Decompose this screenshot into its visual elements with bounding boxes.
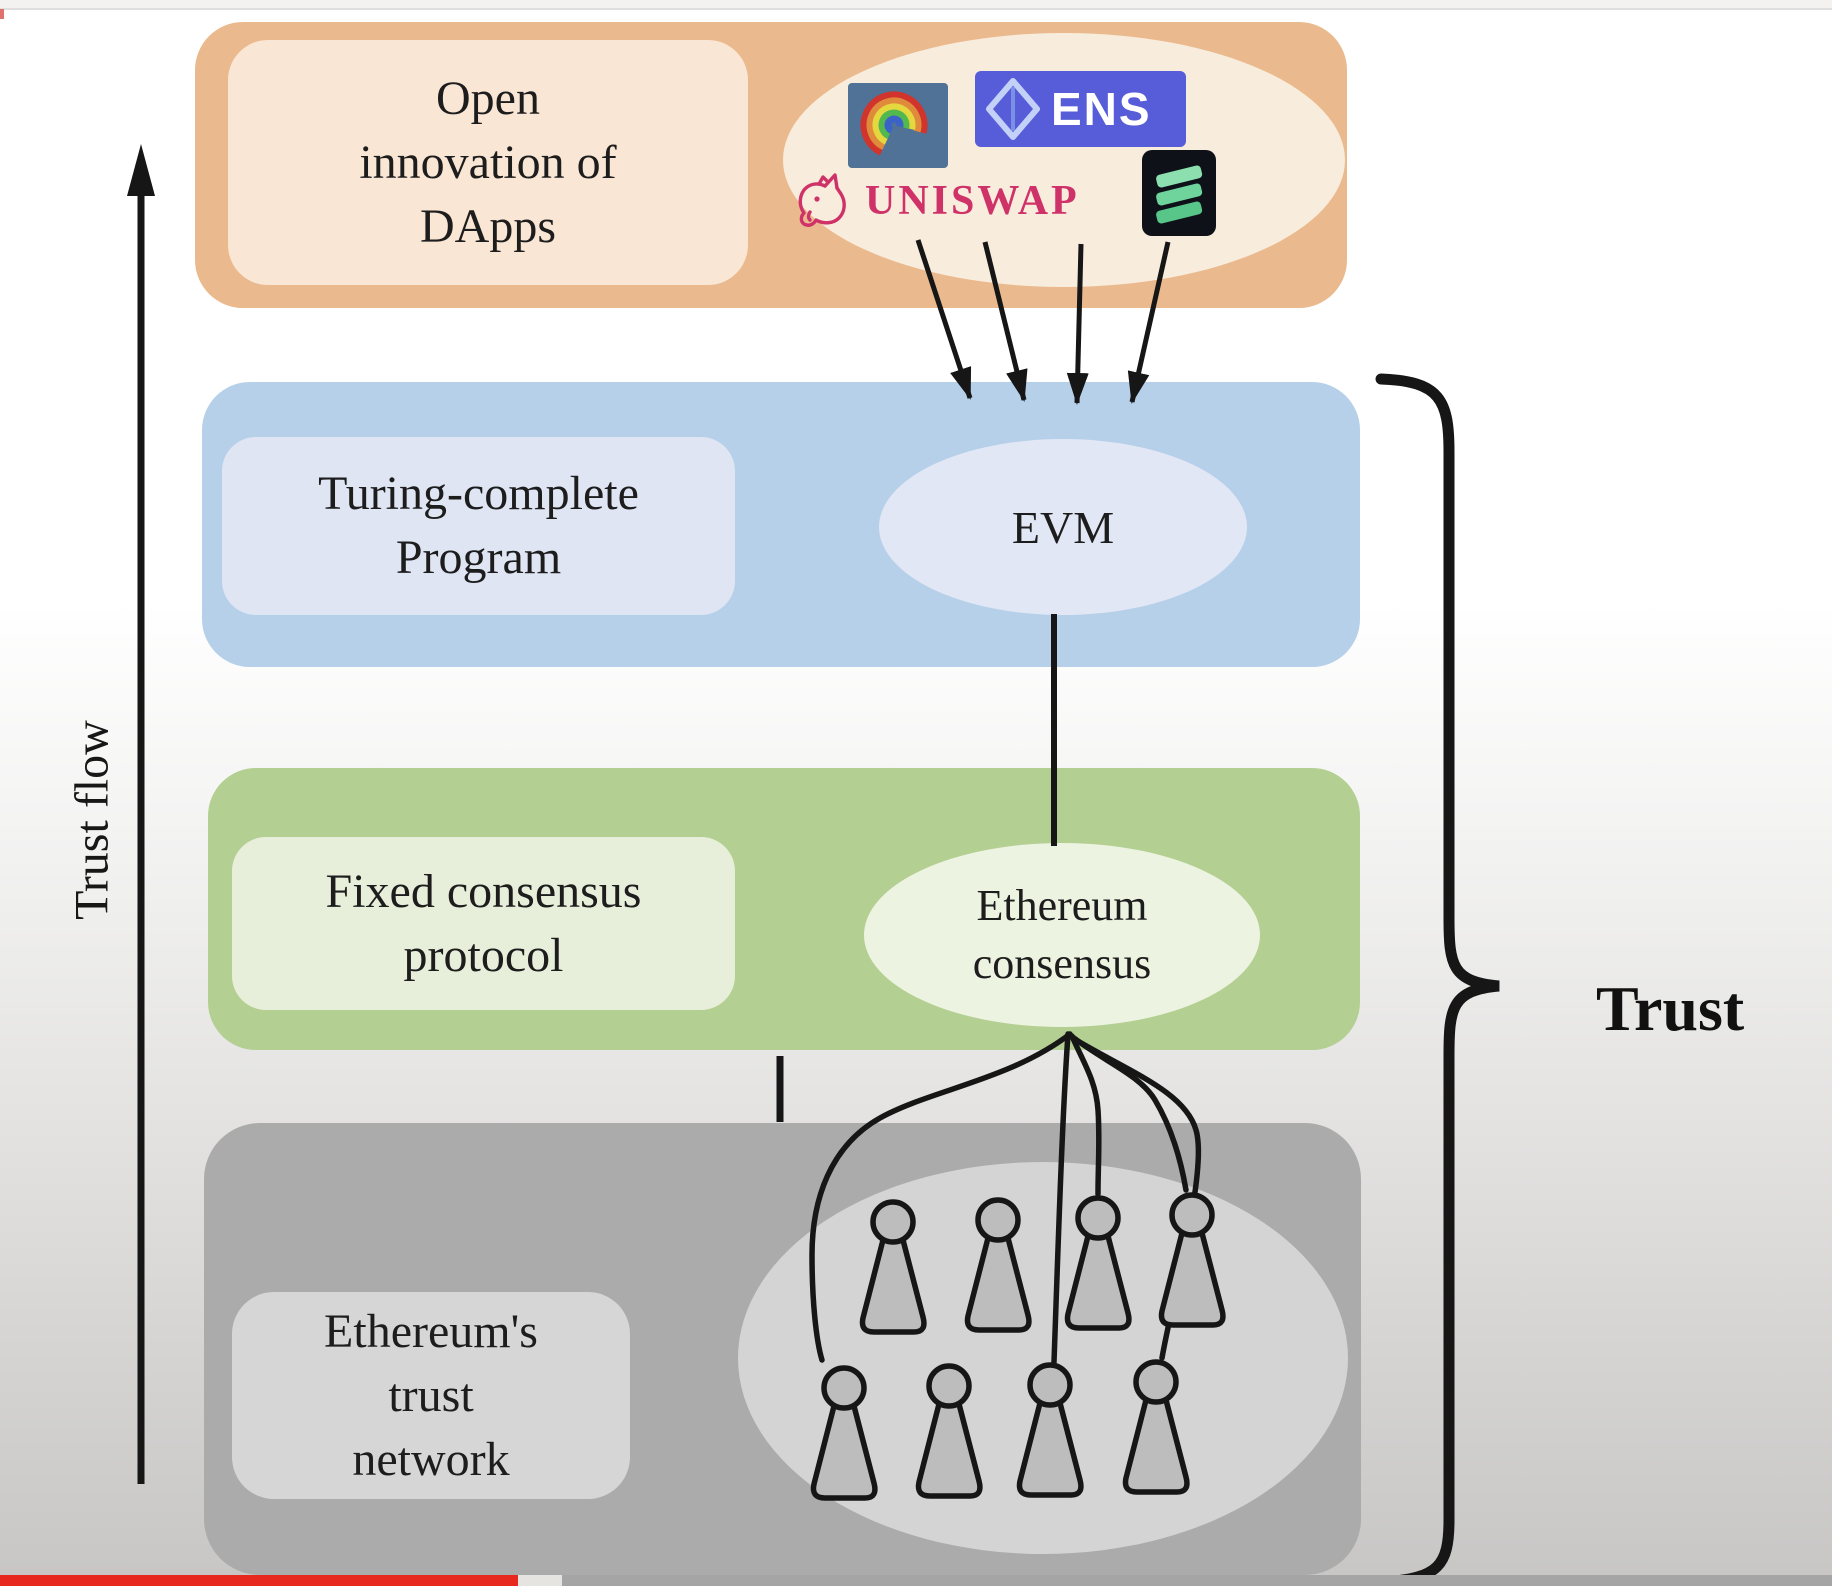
evm-label: EVM [1011, 501, 1115, 553]
uniswap-logo: UNISWAP [795, 172, 1080, 230]
red-artifact [0, 9, 4, 19]
trust-flow-axis-label: Trust flow [65, 720, 119, 920]
network-ellipse [738, 1162, 1348, 1554]
network-label-line: Ethereum's [324, 1304, 538, 1358]
video-progress-bar[interactable] [0, 1575, 1832, 1586]
top-strip [0, 0, 1832, 10]
ens-logo-icon: ENS [975, 71, 1186, 147]
progress-buffer [518, 1575, 562, 1586]
dapps-label-line: innovation of [359, 135, 617, 189]
network-label-line: trust [388, 1368, 474, 1422]
dapps-label-line: Open [436, 71, 540, 125]
program-label-line: Turing-complete [318, 467, 639, 520]
progress-played[interactable] [0, 1575, 518, 1586]
network-label-line: network [352, 1432, 510, 1486]
consensus-label-box: Fixed consensus protocol [232, 837, 735, 1010]
dapps-label-line: DApps [419, 199, 556, 253]
consensus-ellipse-line: consensus [972, 939, 1152, 988]
trust-flow-arrow-icon [127, 144, 155, 1484]
consensus-label-line: Fixed consensus [325, 864, 642, 918]
dapps-layer-box: Open innovation of DApps ENS [195, 22, 1347, 308]
trust-brace-label: Trust [1596, 973, 1745, 1044]
consensus-layer-box: Fixed consensus protocol Ethereum consen… [208, 768, 1360, 1050]
ens-diamond-icon [986, 78, 1040, 140]
trust-brace-icon [1375, 373, 1500, 1586]
ethereum-consensus-ellipse: Ethereum consensus [864, 843, 1260, 1027]
dapps-label-box: Open innovation of DApps [228, 40, 748, 285]
ens-logo-text: ENS [1051, 83, 1152, 135]
uniswap-wordmark: UNISWAP [865, 178, 1080, 224]
program-label-line: Program [395, 531, 562, 584]
consensus-ellipse-line: Ethereum [976, 881, 1148, 930]
evm-ellipse: EVM [879, 439, 1247, 615]
uniswap-unicorn-icon [798, 173, 846, 227]
consensus-label-line: protocol [403, 928, 564, 982]
curve-logo-icon [848, 83, 948, 168]
program-layer-box: Turing-complete Program EVM [202, 382, 1360, 667]
program-label-box: Turing-complete Program [222, 437, 735, 615]
network-layer-box: Ethereum's trust network [204, 1123, 1361, 1575]
network-label-box: Ethereum's trust network [232, 1292, 630, 1499]
compound-logo-icon [1142, 150, 1216, 236]
